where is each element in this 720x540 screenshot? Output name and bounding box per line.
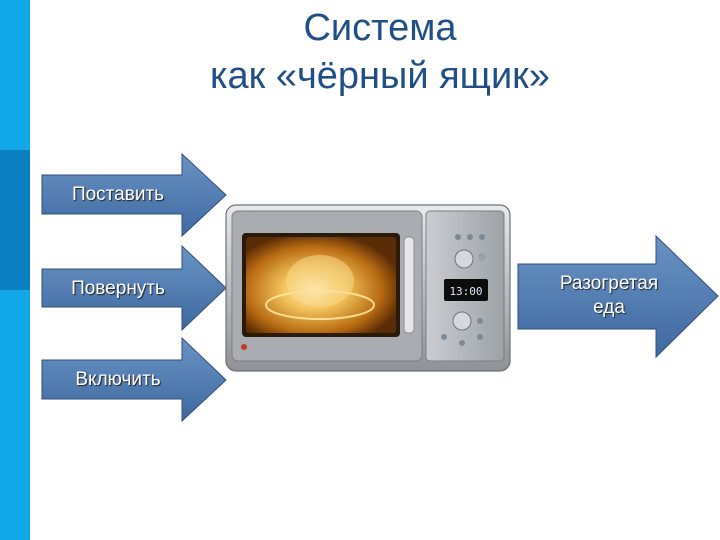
output-label: Разогретая еда [524,272,694,320]
input-label-1: Поставить [71,184,165,205]
input-arrow-1 [41,152,227,238]
output-label-line-2: еда [593,297,625,318]
title-line-1: Система [303,7,457,49]
output-arrow [517,234,719,359]
input-label-3: Включить [75,369,161,390]
microwave-icon: 13:00 [225,204,511,372]
input-arrow-3 [41,336,227,423]
output-label-line-1: Разогретая [559,273,659,294]
input-arrow-2 [41,244,227,332]
sidebar-accent-block [0,150,30,290]
title-line-2: как «чёрный ящик» [210,55,550,97]
microwave-display-time: 13:00 [449,285,482,298]
input-label-2: Повернуть [71,278,165,299]
slide-title: Система как «чёрный ящик» [120,4,640,100]
